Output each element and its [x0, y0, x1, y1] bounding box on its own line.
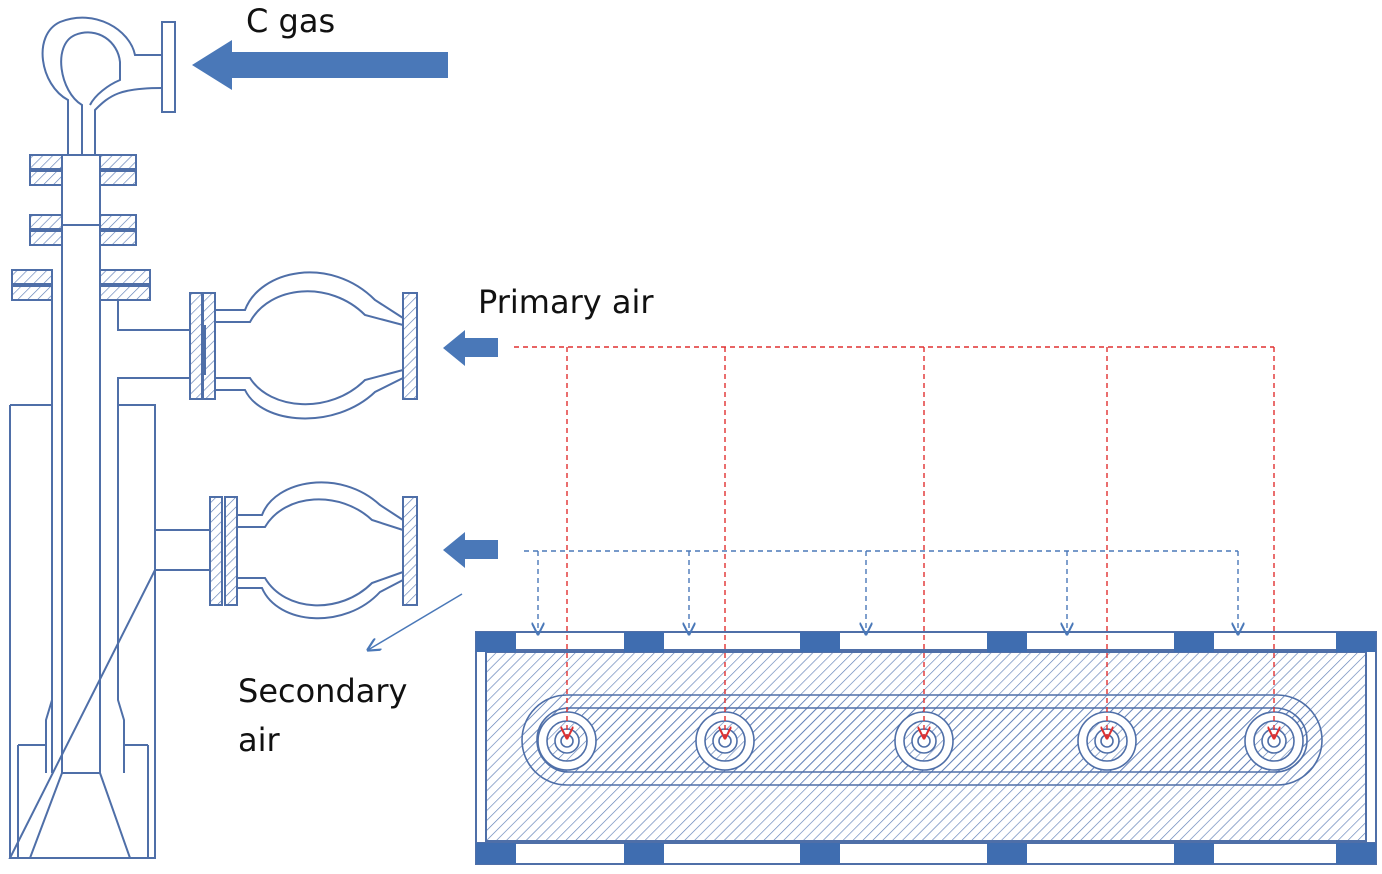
gas-elbow-pipe: [41, 16, 162, 155]
c-gas-arrow-icon: [192, 40, 448, 90]
c-gas-label: C gas: [246, 2, 336, 40]
flange-stack-1: [29, 154, 137, 186]
secondary-air-chamber: [209, 481, 418, 620]
gas-inlet-flange: [161, 21, 176, 113]
flange-stack-2: [29, 214, 137, 246]
primary-air-chamber: [189, 271, 418, 420]
secondary-air-leader-line: [368, 593, 463, 650]
nozzles: [537, 711, 1304, 771]
inlet-arrows: [192, 40, 498, 568]
burner-side-view: [8, 16, 418, 859]
secondary-air-arrow-icon: [443, 532, 498, 568]
support-blocks-bottom: [476, 843, 1376, 864]
primary-air-flow-lines: [514, 346, 1274, 738]
central-gas-tube: [61, 154, 101, 774]
burner-plan-view: [475, 631, 1377, 865]
outer-casing: [8, 404, 210, 859]
support-blocks-top: [476, 632, 1376, 652]
secondary-air-label: Secondary air: [238, 672, 408, 759]
flange-stack-3: [11, 269, 151, 301]
primary-air-label: Primary air: [478, 283, 654, 321]
secondary-air-flow-lines: [524, 550, 1238, 634]
primary-air-arrow-icon: [443, 330, 498, 366]
